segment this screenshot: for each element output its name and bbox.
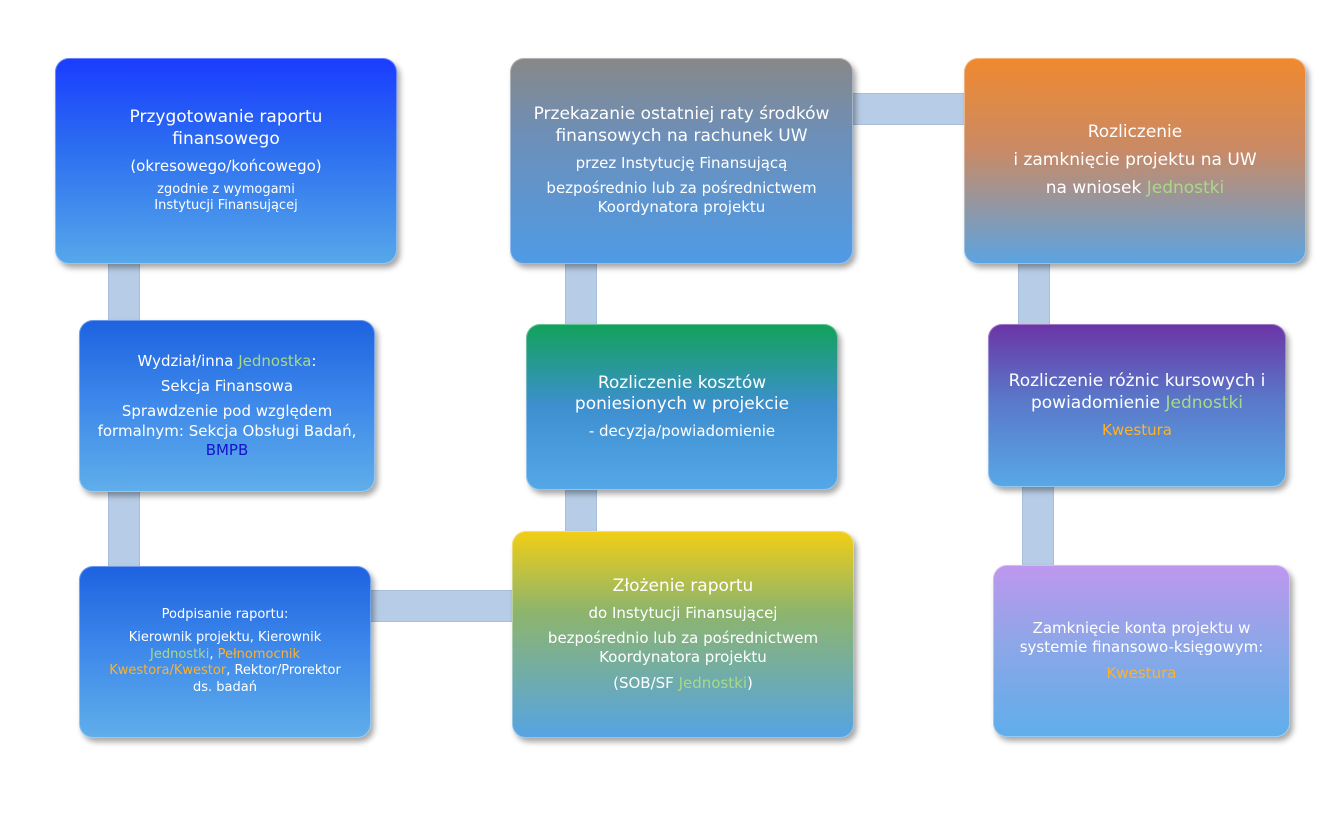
step-line1: Zamknięcie konta projektu w	[1032, 619, 1251, 638]
connector-b1-b2	[108, 258, 140, 328]
step-line3: - decyzja/powiadomienie	[588, 422, 776, 441]
step-title-line1: Przekazanie ostatniej raty środków	[533, 104, 830, 125]
connector-b2-b3	[108, 486, 140, 574]
step-title-line1: Rozliczenie kosztów	[597, 372, 767, 393]
bursar-label: Kwestura	[1106, 663, 1177, 682]
heading-colon: :	[311, 352, 317, 371]
rector-text: , Rektor/Prorektor	[226, 663, 341, 679]
step-line4: formalnym: Sekcja Obsługi Badań,	[97, 421, 357, 440]
sob-text: (SOB/SF	[613, 673, 679, 692]
step-line3: Sprawdzenie pod względem	[121, 402, 333, 421]
step-title-line1: Przygotowanie raportu	[129, 107, 323, 128]
step-line5: BMPB	[205, 440, 249, 459]
step-line1: Kierownik projektu, Kierownik	[128, 630, 322, 646]
notify-text: powiadomienie	[1030, 392, 1166, 413]
step-line2: Jednostki, Pełnomocnik	[150, 647, 300, 664]
request-text: na wniosek	[1045, 177, 1147, 198]
step-line4: ds. badań	[193, 679, 257, 695]
step-line2: powiadomienie Jednostki	[1031, 393, 1243, 415]
step-line3: na wniosek Jednostki	[1046, 178, 1225, 200]
step-title-line2: poniesionych w projekcie	[574, 394, 790, 415]
unit-highlight: Jednostki	[1165, 392, 1244, 413]
step-heading: Podpisanie raportu:	[161, 607, 289, 623]
step-line1: Rozliczenie	[1087, 122, 1183, 143]
step-faculty-verification: Wydział/inna Jednostka: Sekcja Finansowa…	[79, 320, 375, 492]
step-title-line2: finansowych na rachunek UW	[555, 126, 808, 147]
step-line2: i zamknięcie projektu na UW	[1013, 150, 1257, 171]
step-line3: bezpośrednio lub za pośrednictwem	[547, 629, 819, 648]
step-close-project: Rozliczenie i zamknięcie projektu na UW …	[964, 58, 1306, 264]
step-transfer-last-installment: Przekazanie ostatniej raty środków finan…	[510, 58, 853, 264]
unit-highlight: Jednostki	[1146, 177, 1225, 198]
step-settle-costs: Rozliczenie kosztów poniesionych w proje…	[526, 324, 838, 490]
step-title-line2: finansowego	[172, 128, 280, 149]
step-close-account: Zamknięcie konta projektu w systemie fin…	[993, 565, 1290, 737]
unit-highlight: Jednostki	[150, 646, 210, 662]
bursar-label: Kwestura	[1102, 420, 1172, 439]
proxy-highlight: Pełnomocnik	[217, 646, 300, 662]
step-line1: Rozliczenie różnic kursowych i	[1008, 371, 1266, 392]
step-prepare-report: Przygotowanie raportu finansowego (okres…	[55, 58, 397, 264]
step-submit-report: Złożenie raportu do Instytucji Finansują…	[512, 531, 854, 738]
step-line3: Kwestora/Kwestor, Rektor/Prorektor	[109, 663, 341, 680]
unit-highlight: Jednostki	[678, 673, 747, 692]
step-note-line1: zgodnie z wymogami	[157, 181, 295, 197]
step-line2: systemie finansowo-księgowym:	[1019, 638, 1264, 657]
connector-b8-b9	[1022, 481, 1054, 573]
closing-paren: )	[747, 673, 753, 692]
heading-text: Wydział/inna	[137, 352, 239, 371]
step-line5: (SOB/SF Jednostki)	[613, 674, 753, 693]
connector-b5-b4	[565, 258, 597, 332]
bursar-highlight: Kwestora/Kwestor	[109, 663, 227, 679]
unit-highlight: Jednostka	[238, 352, 312, 371]
connector-b3-b6	[365, 590, 520, 622]
connector-b4-b7	[847, 93, 972, 125]
step-line3: przez Instytucję Finansującą	[575, 153, 788, 172]
step-note-line2: Instytucji Finansującej	[154, 198, 298, 214]
step-line2: do Instytucji Finansującej	[588, 604, 778, 622]
step-line4: Koordynatora projektu	[599, 648, 767, 667]
connector-b7-b8	[1018, 258, 1050, 332]
step-subtitle: (okresowego/końcowego)	[130, 156, 322, 175]
step-exchange-differences: Rozliczenie różnic kursowych i powiadomi…	[988, 324, 1286, 487]
step-title: Złożenie raportu	[612, 576, 754, 597]
step-line5: Koordynatora projektu	[597, 198, 766, 217]
separator: ,	[209, 646, 218, 662]
step-sign-report: Podpisanie raportu: Kierownik projektu, …	[79, 566, 371, 738]
step-heading: Wydział/inna Jednostka:	[138, 352, 317, 371]
step-line4: bezpośrednio lub za pośrednictwem	[546, 179, 817, 198]
step-line2: Sekcja Finansowa	[160, 377, 294, 396]
